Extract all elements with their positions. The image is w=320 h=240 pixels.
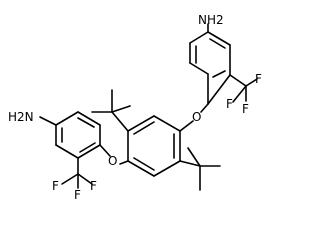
chemical-structure: NH2 H2N O O F F F F F F bbox=[8, 13, 262, 202]
amine-left-label: H2N bbox=[8, 110, 34, 124]
tert-butyl-lower bbox=[179, 147, 221, 191]
central-ring bbox=[127, 115, 181, 177]
amine-right-text: NH2 bbox=[198, 13, 224, 27]
fluorine-left-2: F bbox=[74, 188, 81, 202]
left-amine-bond bbox=[39, 116, 57, 126]
ether-right bbox=[179, 103, 209, 132]
fluorine-right-3: F bbox=[226, 97, 233, 111]
tert-butyl-upper bbox=[91, 89, 131, 132]
ether-o-left-text: O bbox=[108, 154, 117, 168]
fluorine-left-1: F bbox=[52, 179, 59, 193]
left-aryl-ring bbox=[55, 111, 101, 159]
right-aryl-ring bbox=[189, 31, 231, 105]
ether-left bbox=[99, 144, 129, 165]
ether-o-left-label: O bbox=[108, 154, 117, 168]
left-cf3 bbox=[61, 157, 93, 189]
fluorine-left-3: F bbox=[90, 179, 97, 193]
fluorine-right-2: F bbox=[242, 102, 249, 116]
structure-canvas: NH2 H2N O O F F F F F F bbox=[8, 13, 262, 202]
ether-o-right-text: O bbox=[192, 110, 201, 124]
fluorine-right-1: F bbox=[255, 72, 262, 86]
ether-o-right-label: O bbox=[192, 110, 201, 124]
right-cf3 bbox=[229, 74, 258, 103]
amine-right-label: NH2 bbox=[198, 13, 224, 27]
amine-left-text: H2N bbox=[8, 110, 34, 124]
